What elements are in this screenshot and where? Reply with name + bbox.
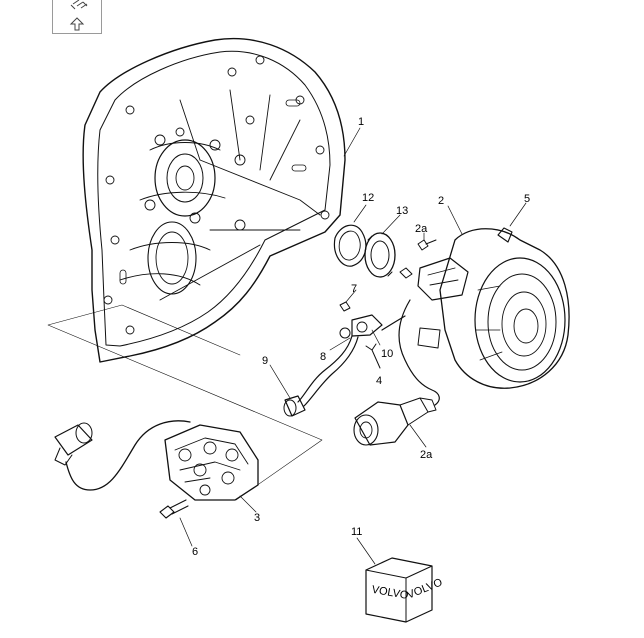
callout-2a-bottom: 2a [420,449,433,461]
leader-lines [179,127,527,565]
screws[interactable] [339,239,437,312]
gasket-12[interactable] [333,224,367,267]
bolt-6[interactable] [159,499,189,519]
callout-labels: 1 2 2a 5 12 13 7 8 10 4 9 2a 3 6 11 [192,116,530,558]
callout-8: 8 [320,351,326,363]
sensor-2a[interactable] [353,397,437,446]
callout-5: 5 [524,193,530,205]
hose-9[interactable] [283,314,383,417]
projection-lines [47,304,323,501]
callout-12: 12 [362,192,374,204]
arrow-4 [365,343,381,369]
seal-13[interactable] [364,232,396,278]
nav-shortcut-button[interactable] [52,0,102,34]
sensor-left[interactable] [54,420,191,491]
callout-4: 4 [376,375,382,387]
actuator-3[interactable] [164,424,259,501]
box-logo-text: VOLVO [371,584,410,602]
callout-13: 13 [396,205,408,217]
callout-9: 9 [262,355,268,367]
callout-2: 2 [438,195,444,207]
callout-1: 1 [358,116,364,128]
callout-6: 6 [192,546,198,558]
callout-11: 11 [351,526,362,538]
box-logo-text-side: VOLVO [405,576,444,601]
callout-10: 10 [381,348,393,360]
callout-3: 3 [254,512,260,524]
sensor-cable [398,299,440,406]
parts-box-11[interactable]: VOLVO VOLVO [365,557,445,623]
bell-housing[interactable] [82,37,346,363]
callout-7: 7 [351,283,357,295]
callout-2a-top: 2a [415,223,428,235]
shortcut-up-arrow-icon [69,0,88,31]
release-bearing-2[interactable] [417,227,570,389]
